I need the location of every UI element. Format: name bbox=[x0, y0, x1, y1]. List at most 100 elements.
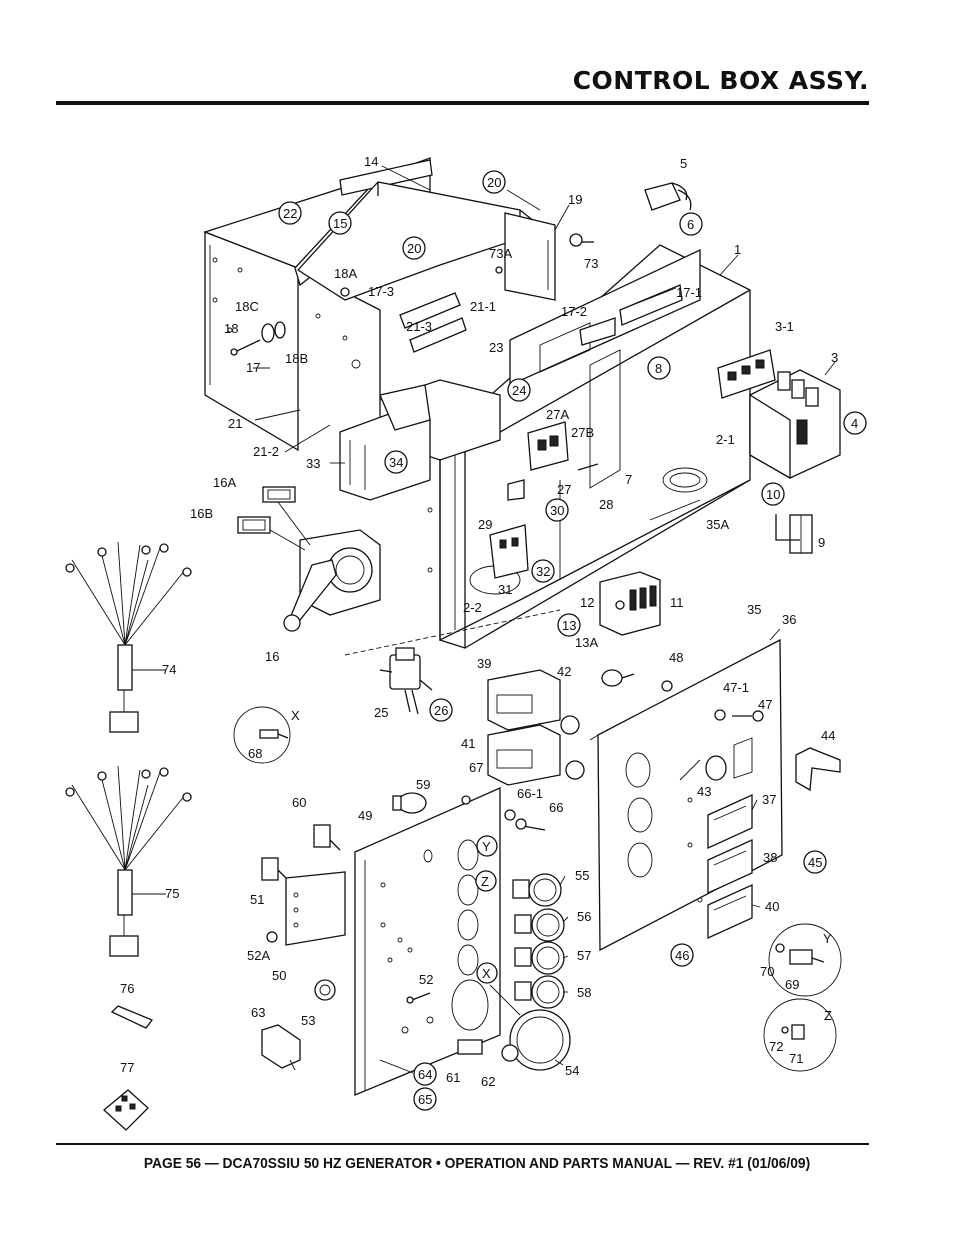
callout-15: 15 bbox=[333, 216, 347, 231]
callout-16a: 16A bbox=[213, 475, 236, 490]
wire-harness-74 bbox=[65, 541, 192, 733]
callout-44: 44 bbox=[821, 728, 835, 743]
lamp-59 bbox=[392, 792, 546, 831]
callout-31: 31 bbox=[498, 582, 512, 597]
detail-y bbox=[768, 923, 842, 997]
callout-45: 45 bbox=[808, 855, 822, 870]
callout-66: 66 bbox=[549, 800, 563, 815]
callout-22: 22 bbox=[283, 206, 297, 221]
circled-callouts: 20 22 15 6 20 8 24 4 34 10 30 29 32 13 2… bbox=[278, 170, 867, 1111]
callout-76: 76 bbox=[120, 981, 134, 996]
detail-x bbox=[233, 706, 291, 764]
callout-x1: X bbox=[291, 708, 300, 723]
callout-61: 61 bbox=[446, 1070, 460, 1085]
gauge-panel-49 bbox=[354, 787, 501, 1096]
callout-33: 33 bbox=[306, 456, 320, 471]
callout-73: 73 bbox=[584, 256, 598, 271]
footer-rule bbox=[56, 1143, 869, 1145]
callout-38: 38 bbox=[763, 850, 777, 865]
hour-meters-39-41 bbox=[487, 669, 585, 786]
page-title: CONTROL BOX ASSY. bbox=[572, 66, 869, 95]
callout-20a: 20 bbox=[487, 175, 501, 190]
callout-z1: Z bbox=[481, 874, 489, 889]
callout-z2: Z bbox=[824, 1008, 832, 1023]
callout-27b: 27B bbox=[571, 425, 594, 440]
header-rule bbox=[56, 101, 869, 105]
contactor-11 bbox=[599, 571, 661, 636]
callout-50: 50 bbox=[272, 968, 286, 983]
callout-6: 6 bbox=[687, 217, 694, 232]
callout-32: 32 bbox=[536, 564, 550, 579]
callout-58: 58 bbox=[577, 985, 591, 1000]
callout-y1: Y bbox=[482, 839, 491, 854]
callout-52: 52 bbox=[419, 972, 433, 987]
fuse-76 bbox=[110, 1005, 154, 1029]
callout-54: 54 bbox=[565, 1063, 579, 1078]
callout-1: 1 bbox=[734, 242, 741, 257]
callout-3-1: 3-1 bbox=[775, 319, 794, 334]
callout-71: 71 bbox=[789, 1051, 803, 1066]
clip-5 bbox=[644, 182, 692, 211]
callout-47-1: 47-1 bbox=[723, 680, 749, 695]
relay-27 bbox=[489, 421, 599, 579]
callout-23: 23 bbox=[489, 340, 503, 355]
leader-lines bbox=[132, 165, 836, 1074]
callout-21: 21 bbox=[228, 416, 242, 431]
callout-y2: Y bbox=[823, 931, 832, 946]
callout-67: 67 bbox=[469, 760, 483, 775]
washers-18 bbox=[230, 321, 286, 356]
fuse-holder-53 bbox=[314, 979, 431, 1004]
callout-41: 41 bbox=[461, 736, 475, 751]
callout-66-1: 66-1 bbox=[517, 786, 543, 801]
connector-77 bbox=[103, 1089, 149, 1131]
relay-25 bbox=[344, 609, 561, 715]
callout-47: 47 bbox=[758, 697, 772, 712]
callout-13: 13 bbox=[562, 618, 576, 633]
callout-55: 55 bbox=[575, 868, 589, 883]
callout-24: 24 bbox=[512, 383, 526, 398]
callout-8: 8 bbox=[655, 361, 662, 376]
callout-12: 12 bbox=[580, 595, 594, 610]
callout-74: 74 bbox=[162, 662, 176, 677]
callout-16: 16 bbox=[265, 649, 279, 664]
bolt-47 bbox=[714, 709, 764, 722]
potentiometer-42 bbox=[601, 669, 673, 692]
callout-62: 62 bbox=[481, 1074, 495, 1089]
callout-34: 34 bbox=[389, 455, 403, 470]
page-footer: PAGE 56 — DCA70SSIU 50 HZ GENERATOR • OP… bbox=[143, 1155, 811, 1172]
terminals-9-10 bbox=[775, 514, 813, 554]
callout-28: 28 bbox=[599, 497, 613, 512]
callout-29: 29 bbox=[478, 517, 492, 532]
toggle-switches bbox=[261, 824, 346, 946]
callout-13a: 13A bbox=[575, 635, 598, 650]
callout-18a: 18A bbox=[334, 266, 357, 281]
callout-46: 46 bbox=[675, 948, 689, 963]
callout-20b: 20 bbox=[407, 241, 421, 256]
callout-37: 37 bbox=[762, 792, 776, 807]
callout-68: 68 bbox=[248, 746, 262, 761]
callout-labels: 14 19 5 73 73A 1 18A 17-3 21-1 17-1 17-2… bbox=[120, 154, 838, 1089]
callout-70: 70 bbox=[760, 964, 774, 979]
callout-16b: 16B bbox=[190, 506, 213, 521]
callout-42: 42 bbox=[557, 664, 571, 679]
callout-39: 39 bbox=[477, 656, 491, 671]
callout-75: 75 bbox=[165, 886, 179, 901]
callout-30: 30 bbox=[550, 503, 564, 518]
callout-5: 5 bbox=[680, 156, 687, 171]
callout-69: 69 bbox=[785, 977, 799, 992]
callout-11: 11 bbox=[670, 595, 684, 610]
callout-18c: 18C bbox=[235, 299, 259, 314]
callout-4: 4 bbox=[851, 416, 858, 431]
callout-9: 9 bbox=[818, 535, 825, 550]
callout-52a: 52A bbox=[247, 948, 270, 963]
callout-26: 26 bbox=[434, 703, 448, 718]
bracket-44 bbox=[795, 747, 841, 792]
selector-switch-16 bbox=[237, 486, 381, 632]
callout-43: 43 bbox=[697, 784, 711, 799]
callout-21-1: 21-1 bbox=[470, 299, 496, 314]
callout-2-2: 2-2 bbox=[463, 600, 482, 615]
callout-21-3: 21-3 bbox=[406, 319, 432, 334]
callout-40: 40 bbox=[765, 899, 779, 914]
callout-18: 18 bbox=[224, 321, 238, 336]
callout-35a: 35A bbox=[706, 517, 729, 532]
